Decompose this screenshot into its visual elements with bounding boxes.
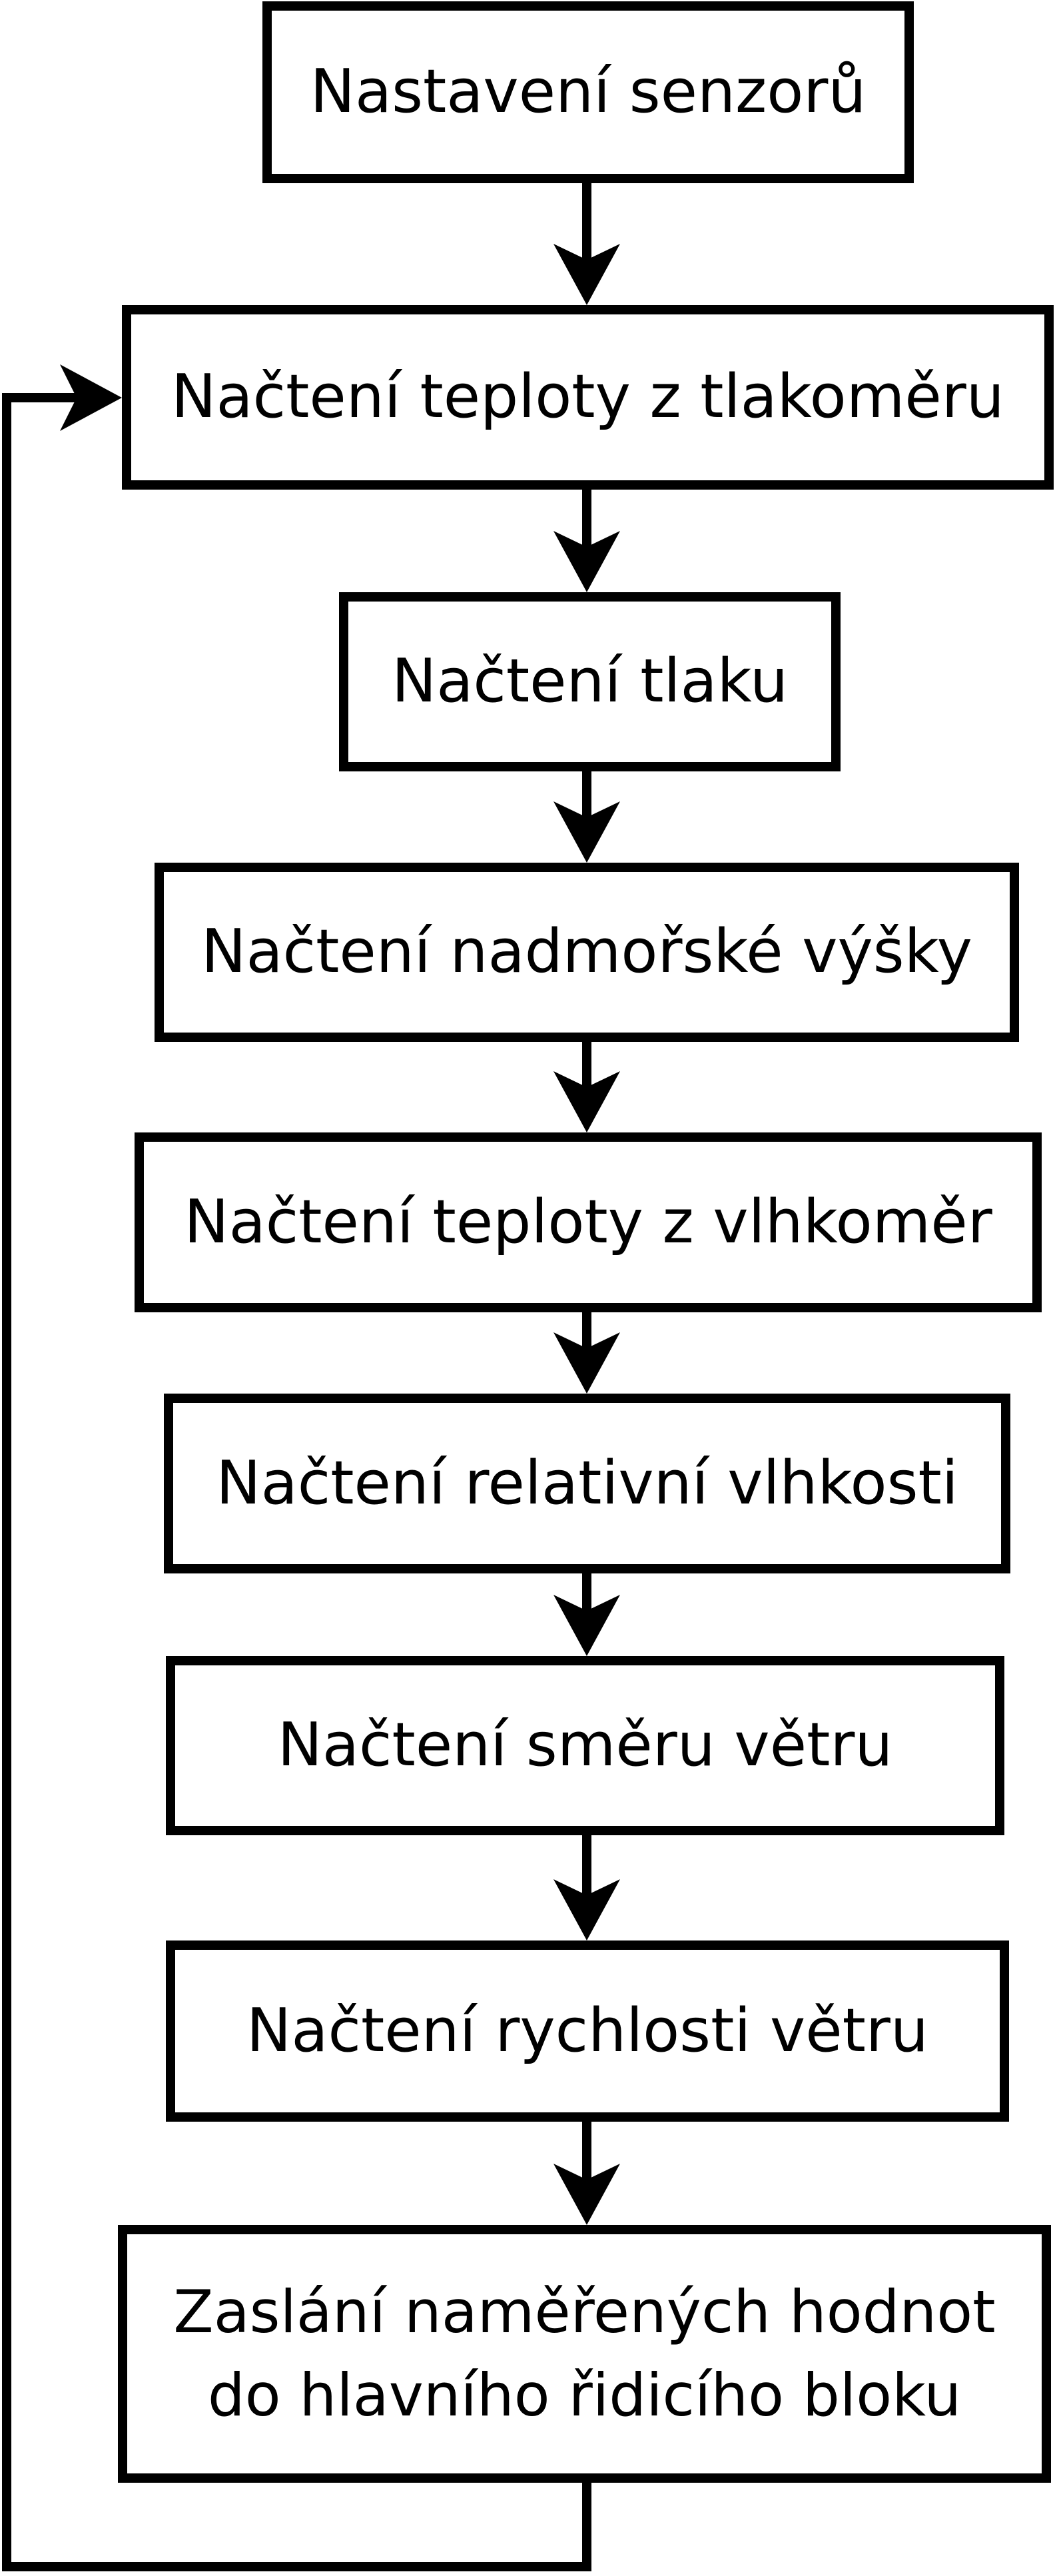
node-nacteni-nadmorske-vysky: Načtení nadmořské výšky (155, 863, 1019, 1042)
node-label: Načtení směru větru (277, 1710, 893, 1781)
arrow-n4-n5 (553, 1042, 620, 1132)
node-label-line-1: Zaslání naměřených hodnot (173, 2277, 996, 2346)
arrow-n2-n3 (553, 490, 620, 592)
node-label: Načtení teploty z vlhkoměr (184, 1186, 992, 1257)
node-zaslani-namerenych-hodnot: Zaslání naměřených hodnot do hlavního ři… (118, 2225, 1051, 2483)
arrow-n5-n6 (553, 1312, 620, 1394)
arrow-n8-n9 (553, 2122, 620, 2225)
node-nacteni-teploty-z-vlhkomer: Načtení teploty z vlhkoměr (135, 1132, 1042, 1312)
node-nacteni-teploty-z-tlakomeru: Načtení teploty z tlakoměru (122, 305, 1054, 490)
node-label: Načtení tlaku (391, 646, 789, 717)
node-label: Zaslání naměřených hodnot do hlavního ři… (173, 2271, 995, 2437)
node-label: Načtení teploty z tlakoměru (171, 362, 1004, 432)
node-label: Načtení relativní vlhkosti (216, 1448, 958, 1518)
arrow-n1-n2 (553, 183, 620, 305)
node-label: Načtení rychlosti větru (246, 1995, 928, 2066)
node-nacteni-tlaku: Načtení tlaku (339, 592, 841, 771)
node-nacteni-rychlosti-vetru: Načtení rychlosti větru (166, 1940, 1009, 2122)
loop-back-arrow (2, 364, 591, 2571)
arrow-n3-n4 (553, 771, 620, 863)
node-nacteni-relativni-vlhkosti: Načtení relativní vlhkosti (164, 1394, 1010, 1573)
arrow-n6-n7 (553, 1573, 620, 1656)
node-label: Nastavení senzorů (310, 57, 867, 127)
node-nastaveni-senzoru: Nastavení senzorů (262, 1, 914, 183)
arrow-n7-n8 (553, 1835, 620, 1940)
node-label-line-2: do hlavního řidicího bloku (207, 2360, 962, 2429)
node-label: Načtení nadmořské výšky (201, 917, 972, 987)
node-nacteni-smeru-vetru: Načtení směru větru (166, 1656, 1004, 1835)
